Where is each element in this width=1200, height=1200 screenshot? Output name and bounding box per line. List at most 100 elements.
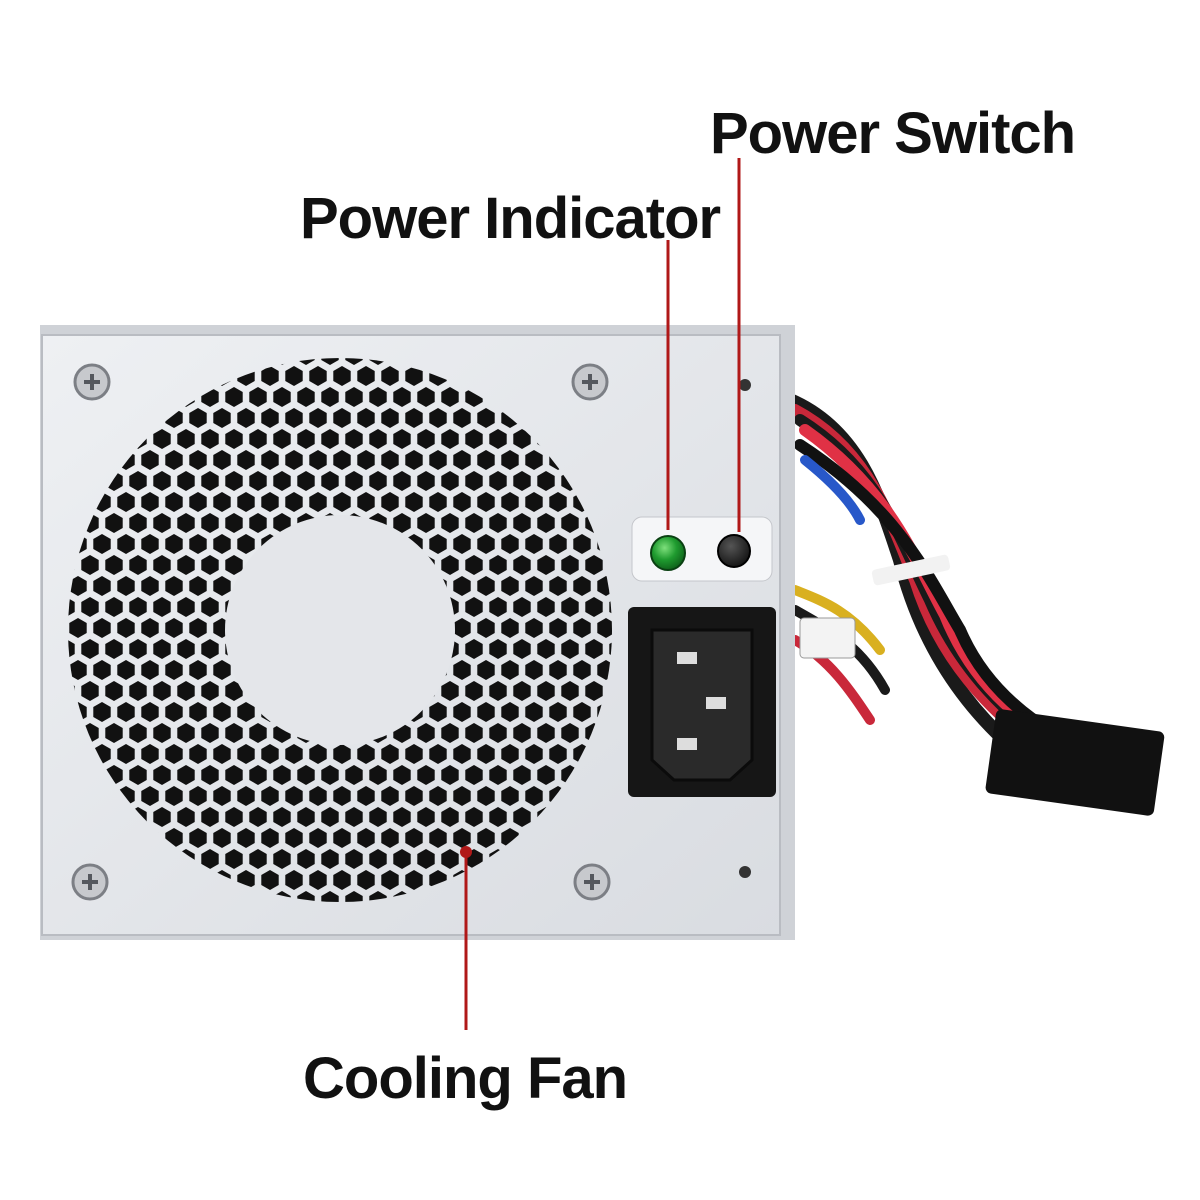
grille-hole bbox=[513, 513, 531, 533]
grille-hole bbox=[561, 723, 579, 743]
grille-hole bbox=[333, 870, 351, 890]
grille-hole bbox=[525, 786, 543, 806]
grille-hole bbox=[585, 555, 603, 575]
grille-hole bbox=[309, 492, 327, 512]
grille-hole bbox=[549, 618, 567, 638]
grille-hole bbox=[93, 702, 111, 722]
grille-hole bbox=[357, 408, 375, 428]
grille-hole bbox=[69, 660, 87, 680]
grille-hole bbox=[321, 807, 339, 827]
grille-hole bbox=[225, 765, 243, 785]
grille-hole bbox=[321, 765, 339, 785]
grille-hole bbox=[477, 660, 495, 680]
grille-hole bbox=[213, 576, 231, 596]
grille-hole bbox=[441, 471, 459, 491]
grille-hole bbox=[489, 765, 507, 785]
grille-hole bbox=[513, 597, 531, 617]
grille-hole bbox=[225, 429, 243, 449]
grille-hole bbox=[465, 807, 483, 827]
grille-hole bbox=[561, 681, 579, 701]
grille-hole bbox=[309, 786, 327, 806]
grille-hole bbox=[453, 450, 471, 470]
grille-hole bbox=[333, 450, 351, 470]
grille-hole bbox=[285, 366, 303, 386]
grille-hole bbox=[357, 450, 375, 470]
grille-hole bbox=[213, 660, 231, 680]
ac-socket-icon bbox=[628, 607, 776, 797]
grille-hole bbox=[321, 891, 339, 902]
cooling-fan-label: Cooling Fan bbox=[303, 1046, 628, 1111]
grille-hole bbox=[117, 618, 135, 638]
grille-hole bbox=[213, 408, 231, 428]
grille-hole bbox=[429, 786, 447, 806]
mount-hole bbox=[739, 379, 751, 391]
grille-hole bbox=[117, 492, 135, 512]
grille-hole bbox=[417, 807, 435, 827]
grille-hole bbox=[213, 744, 231, 764]
grille-hole bbox=[501, 744, 519, 764]
grille-hole bbox=[309, 366, 327, 386]
grille-hole bbox=[165, 744, 183, 764]
grille-hole bbox=[501, 450, 519, 470]
grille-hole bbox=[573, 618, 591, 638]
grille-hole bbox=[441, 513, 459, 533]
grille-hole bbox=[153, 681, 171, 701]
grille-hole bbox=[68, 597, 75, 617]
grille-hole bbox=[477, 450, 495, 470]
grille-hole bbox=[201, 681, 219, 701]
grille-hole bbox=[405, 408, 423, 428]
grille-hole bbox=[429, 408, 447, 428]
grille-hole bbox=[489, 639, 507, 659]
grille-hole bbox=[285, 492, 303, 512]
grille-hole bbox=[129, 723, 147, 743]
grille-hole bbox=[453, 702, 471, 722]
screw-icon bbox=[73, 363, 111, 401]
grille-hole bbox=[153, 807, 171, 827]
grille-hole bbox=[453, 534, 471, 554]
grille-hole bbox=[225, 387, 243, 407]
grille-hole bbox=[237, 702, 255, 722]
grille-hole bbox=[297, 765, 315, 785]
cable-tie bbox=[871, 554, 951, 586]
grille-hole bbox=[465, 429, 483, 449]
grille-hole bbox=[477, 786, 495, 806]
grille-hole bbox=[453, 576, 471, 596]
grille-hole bbox=[249, 765, 267, 785]
grille-hole bbox=[105, 597, 123, 617]
grille-hole bbox=[489, 513, 507, 533]
grille-hole bbox=[393, 387, 411, 407]
grille-hole bbox=[93, 618, 111, 638]
grille-hole bbox=[213, 828, 231, 848]
grille-hole bbox=[153, 429, 171, 449]
grille-hole bbox=[441, 429, 459, 449]
grille-hole bbox=[309, 408, 327, 428]
grille-hole bbox=[225, 555, 243, 575]
grille-hole bbox=[177, 639, 195, 659]
grille-hole bbox=[105, 723, 123, 743]
grille-hole bbox=[81, 681, 99, 701]
switch-icon[interactable] bbox=[717, 534, 751, 568]
grille-hole bbox=[261, 870, 279, 890]
grille-hole bbox=[165, 534, 183, 554]
grille-hole bbox=[309, 870, 327, 890]
grille-hole bbox=[381, 492, 399, 512]
grille-hole bbox=[177, 723, 195, 743]
grille-hole bbox=[237, 744, 255, 764]
grille-hole bbox=[357, 366, 375, 386]
grille-hole bbox=[477, 492, 495, 512]
screw-icon bbox=[71, 863, 109, 901]
grille-hole bbox=[501, 660, 519, 680]
grille-hole bbox=[441, 681, 459, 701]
grille-hole bbox=[81, 597, 99, 617]
grille-hole bbox=[369, 471, 387, 491]
atx-connector bbox=[985, 709, 1165, 816]
grille-hole bbox=[297, 849, 315, 869]
grille-hole bbox=[153, 471, 171, 491]
grille-hole bbox=[393, 429, 411, 449]
grille-hole bbox=[573, 702, 591, 722]
grille-hole bbox=[525, 576, 543, 596]
grille-hole bbox=[525, 618, 543, 638]
grille-hole bbox=[189, 744, 207, 764]
grille-hole bbox=[417, 513, 435, 533]
grille-hole bbox=[285, 828, 303, 848]
